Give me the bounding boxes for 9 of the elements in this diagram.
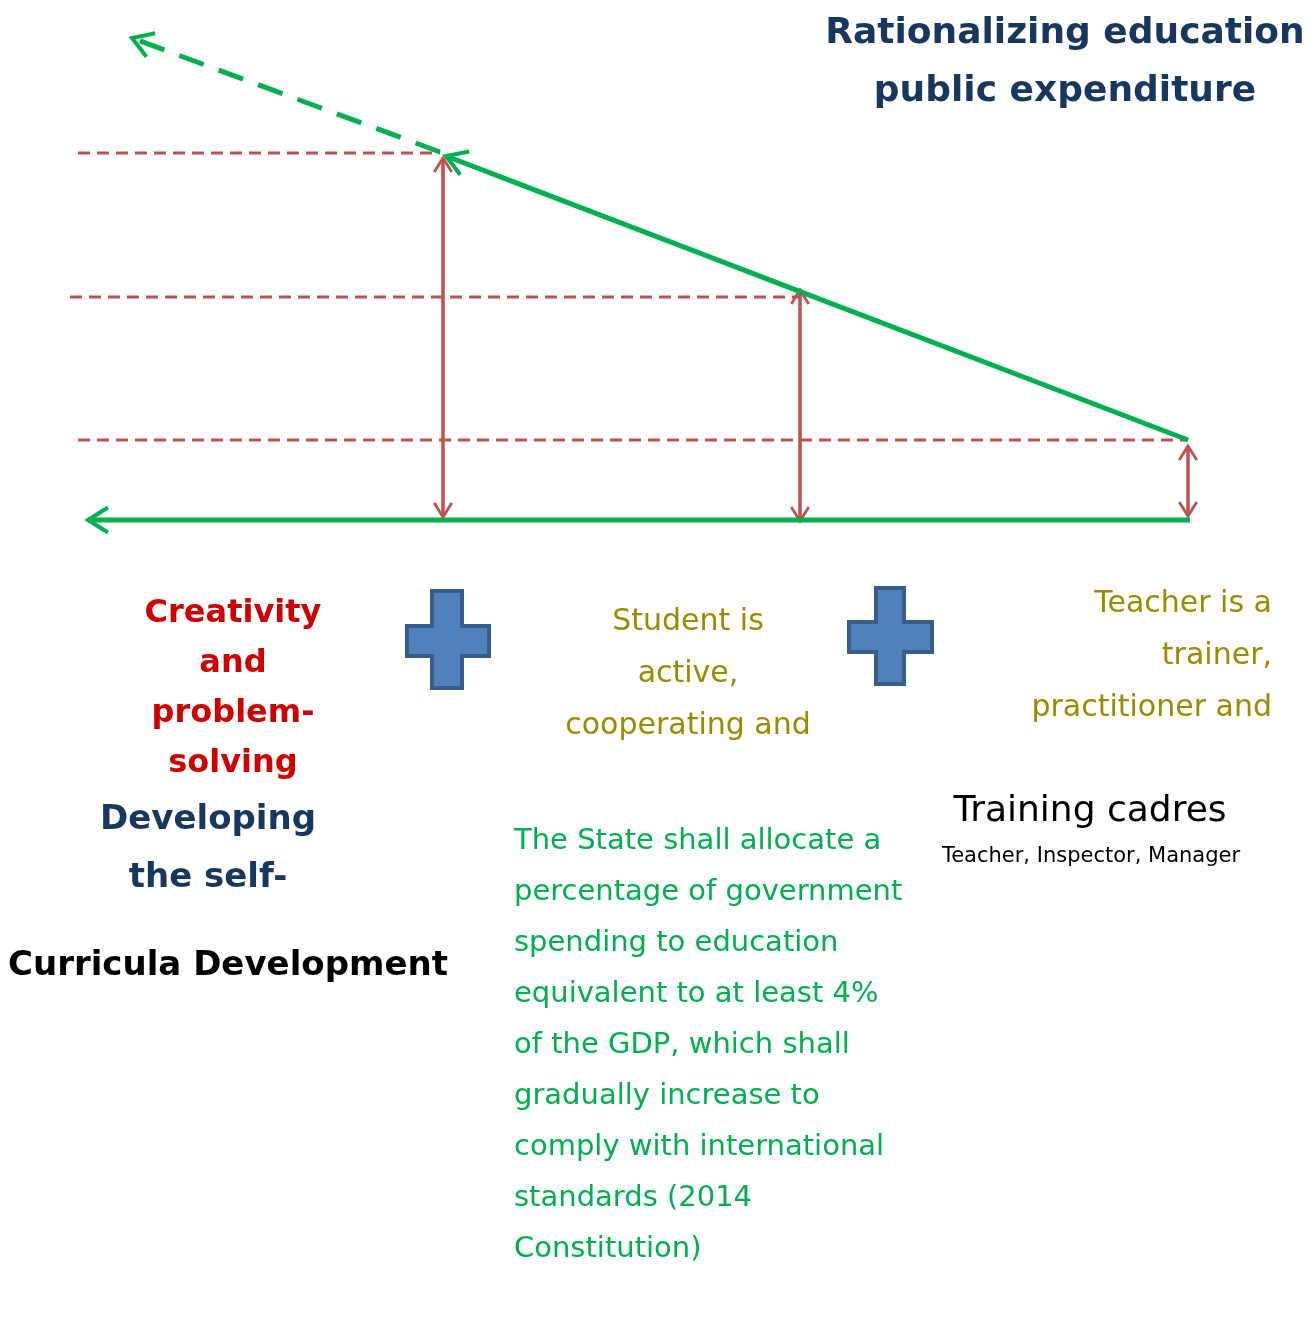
keyword-label: Teacher is a trainer, practitioner and [1030,583,1272,725]
title: Rationalizing education public expenditure [824,9,1306,111]
keyword-label: Student is active, cooperating and [564,601,812,743]
heading-label: Developing the self- [98,796,318,897]
heading-label: Training cadres [952,787,1228,831]
subheading-label: Teacher, Inspector, Manager [940,842,1242,869]
keyword-label: Creativity and problem-solving [143,591,323,782]
heading-label: Curricula Development [8,942,449,985]
note-text: The State shall allocate a percentage of government spending to education equivalent to at least 4% of the GDP, which shall gradually increase to comply with international standards (2014 Constitution) [514,821,904,1266]
